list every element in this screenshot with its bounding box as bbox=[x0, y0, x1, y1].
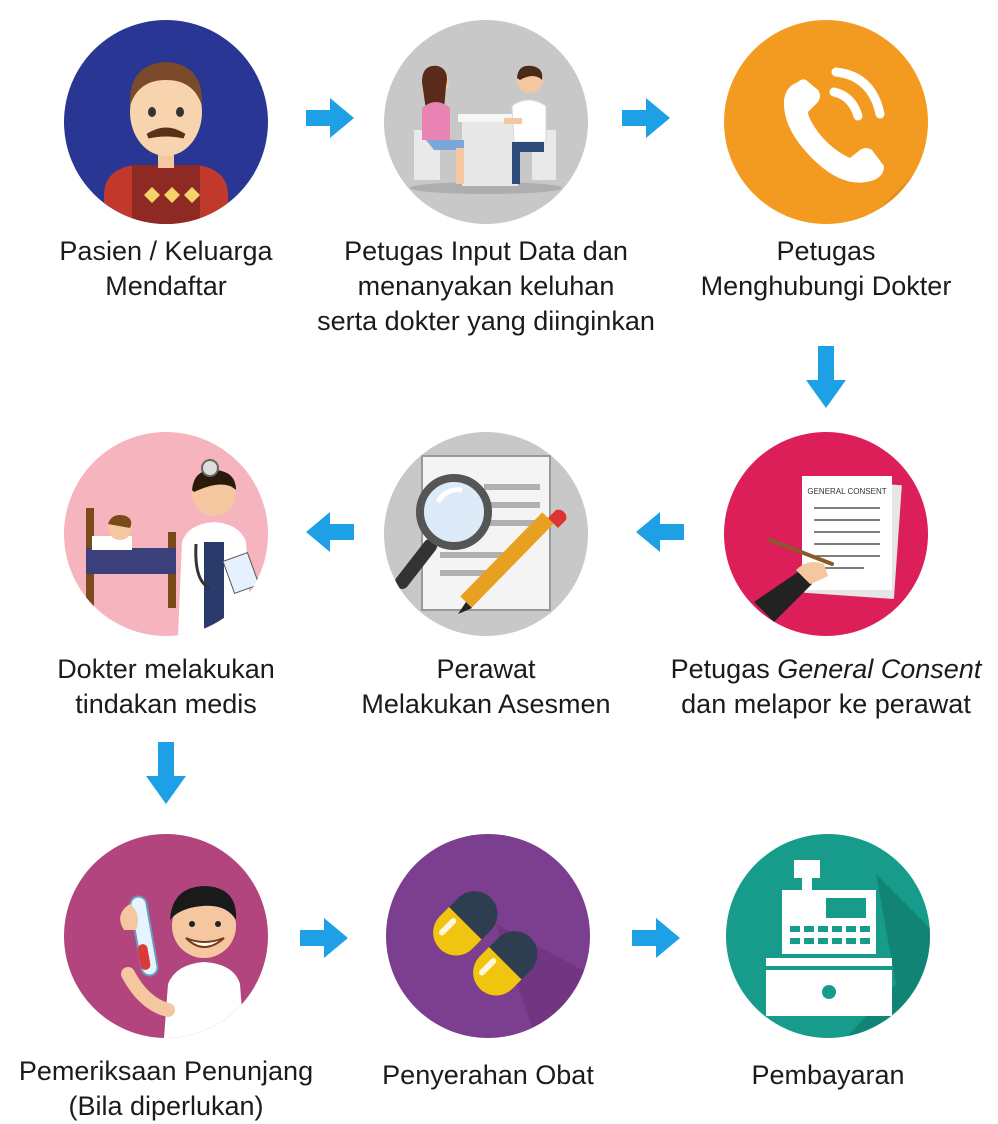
arrow-left-icon bbox=[306, 512, 354, 552]
step-label-line: Mendaftar bbox=[105, 271, 227, 301]
arrow-right-icon bbox=[306, 98, 354, 138]
step-label-line: Menghubungi Dokter bbox=[700, 271, 952, 301]
step-label: Petugas Input Data dan menanyakan keluha… bbox=[316, 234, 656, 339]
step-label-line: Petugas General Consent bbox=[656, 652, 996, 687]
step-label-line: Dokter melakukan bbox=[57, 654, 275, 684]
doctor-bedside-icon bbox=[64, 432, 268, 636]
consent-document-icon: GENERAL CONSENT bbox=[724, 432, 928, 636]
phone-icon bbox=[724, 20, 928, 224]
step-label: Pasien / Keluarga Mendaftar bbox=[0, 234, 336, 304]
pills-icon bbox=[386, 834, 590, 1038]
lab-test-icon bbox=[64, 834, 268, 1038]
step-label-line: Pembayaran bbox=[751, 1060, 905, 1090]
arrow-down-icon bbox=[146, 742, 186, 804]
step-label: Pembayaran bbox=[658, 1058, 998, 1093]
step-label: Petugas General Consent dan melapor ke p… bbox=[656, 652, 996, 722]
registration-desk-icon bbox=[384, 20, 588, 224]
step-label-line: Petugas bbox=[776, 236, 876, 266]
patient-icon bbox=[64, 20, 268, 224]
step-label-line: Perawat bbox=[436, 654, 536, 684]
step-label: Penyerahan Obat bbox=[318, 1058, 658, 1093]
label-prefix: Petugas bbox=[670, 654, 778, 684]
step-label: Perawat Melakukan Asesmen bbox=[316, 652, 656, 722]
step-label: Pemeriksaan Penunjang (Bila diperlukan) bbox=[0, 1054, 336, 1124]
arrow-right-icon bbox=[622, 98, 670, 138]
arrow-right-icon bbox=[632, 918, 680, 958]
arrow-down-icon bbox=[806, 346, 846, 408]
step-label: Dokter melakukan tindakan medis bbox=[0, 652, 336, 722]
cash-register-icon bbox=[726, 834, 930, 1038]
step-label-line: menanyakan keluhan bbox=[357, 271, 615, 301]
step-label-line: Pemeriksaan Penunjang bbox=[18, 1056, 314, 1086]
step-label-line: Petugas Input Data dan bbox=[344, 236, 628, 266]
arrow-left-icon bbox=[636, 512, 684, 552]
step-label-line: Melakukan Asesmen bbox=[361, 689, 611, 719]
arrow-right-icon bbox=[300, 918, 348, 958]
step-label-line: Penyerahan Obat bbox=[382, 1060, 594, 1090]
step-label-line: (Bila diperlukan) bbox=[68, 1091, 264, 1121]
step-label-line: dan melapor ke perawat bbox=[681, 689, 971, 719]
step-label-line: tindakan medis bbox=[75, 689, 257, 719]
step-label: Petugas Menghubungi Dokter bbox=[656, 234, 996, 304]
consent-doc-title: GENERAL CONSENT bbox=[807, 487, 886, 496]
label-emphasis: General Consent bbox=[777, 654, 982, 684]
step-label-line: serta dokter yang diinginkan bbox=[317, 306, 655, 336]
magnifier-pencil-icon bbox=[384, 432, 588, 636]
step-label-line: Pasien / Keluarga bbox=[59, 236, 273, 266]
